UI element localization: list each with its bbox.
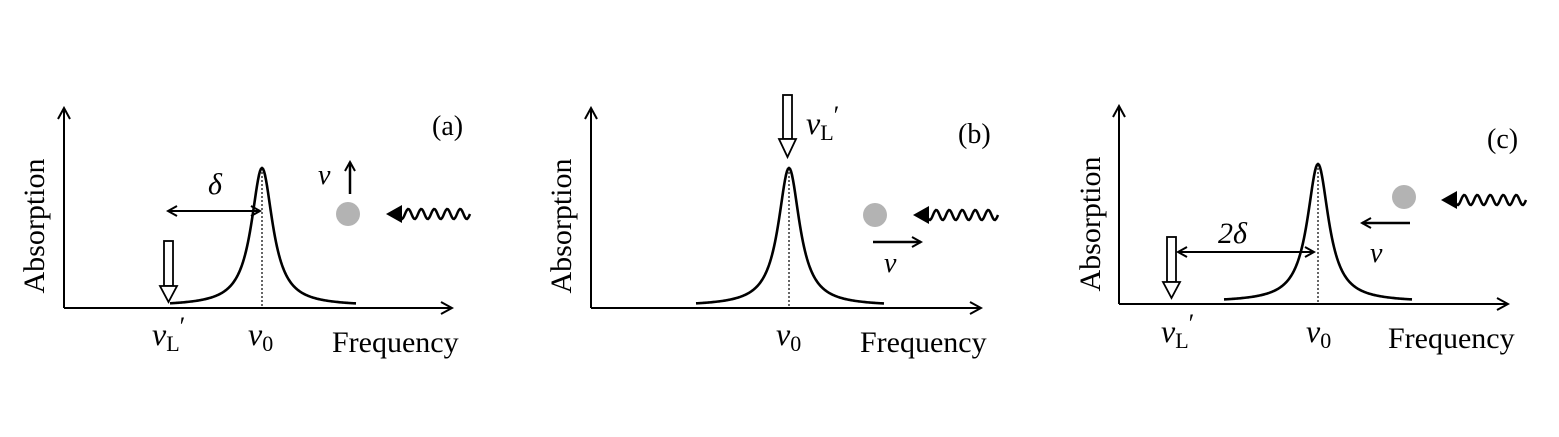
photon-wave-icon [922,208,1000,222]
photon-wave-icon [1450,193,1528,207]
laser-arrow-icon [158,285,179,304]
atom-icon [336,202,360,226]
detuning-label: δ [208,168,223,201]
absorption-curve [169,166,357,305]
x-axis-label: Frequency [1388,322,1515,355]
laser-arrow-shaft [163,240,174,287]
x-axis-label: Frequency [860,326,987,359]
photon-arrowhead-icon [913,206,929,224]
laser-frequency-label: νL′ [152,312,185,356]
center-frequency-label: ν0 [776,316,801,356]
velocity-label: v [1370,238,1383,269]
photon-arrowhead-icon [386,205,402,223]
velocity-label: v [884,248,897,279]
panel-a: Absorption Frequency (a) δ νL′ ν0 v [18,108,472,359]
panel-c: Absorption Frequency (c) 2δ νL′ ν0 v [1074,106,1528,355]
center-frequency-label: ν0 [1306,313,1331,353]
photon-arrowhead-icon [1441,191,1457,209]
panel-tag: (c) [1487,124,1518,155]
y-axis-label: Absorption [1074,157,1107,292]
center-frequency-label: ν0 [248,316,273,356]
panel-b: Absorption Frequency (b) νL′ ν0 v [545,94,1000,359]
y-axis-label: Absorption [545,159,578,294]
detuning-label: 2δ [1218,217,1248,250]
laser-arrow-icon [1161,281,1182,300]
atom-icon [863,203,887,227]
laser-arrow-icon [777,138,798,160]
photon-wave-icon [394,207,472,221]
laser-arrow-shaft [1166,236,1177,283]
absorption-curve [1223,162,1413,301]
y-axis-label: Absorption [18,159,51,294]
laser-arrow-shaft [782,94,793,140]
velocity-label: v [318,160,331,191]
laser-frequency-label: νL′ [806,101,839,145]
atom-icon [1392,185,1416,209]
panel-tag: (b) [958,119,991,150]
x-axis-label: Frequency [332,326,459,359]
absorption-curve [695,166,885,305]
panel-tag: (a) [432,111,463,142]
laser-frequency-label: νL′ [1161,309,1194,353]
